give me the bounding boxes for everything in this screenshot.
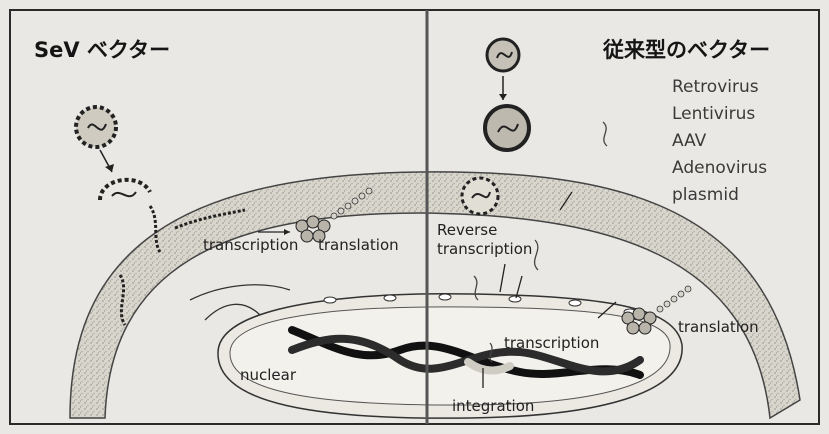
sev-particle-outside [76, 107, 116, 147]
vector-item: Adenovirus [672, 158, 767, 178]
protein-chain-right [657, 286, 691, 312]
vector-item: Retrovirus [672, 77, 759, 97]
nuclear-envelope-inner [230, 307, 670, 405]
translation-label-left: translation [318, 236, 399, 254]
transcription-label-right: transcription [504, 334, 599, 352]
conventional-particle-outside [487, 39, 519, 71]
right-panel-title: 従来型のベクター [602, 38, 770, 62]
entry-arrowhead [105, 164, 114, 172]
reverse-label: Reverse [437, 221, 497, 239]
transcription-arrowhead-left [284, 229, 290, 235]
vector-item: plasmid [672, 185, 739, 205]
vector-item: AAV [672, 131, 707, 151]
vector-item: Lentivirus [672, 104, 755, 124]
sev-particle-fusing [100, 180, 150, 200]
reverse-transcription-label: transcription [437, 240, 532, 258]
transcription-label-left: transcription [203, 236, 298, 254]
binding-arrowhead [499, 94, 507, 100]
translation-label-right: translation [678, 318, 759, 336]
left-panel-title: SeV ベクター [34, 38, 170, 62]
vector-list: Retrovirus Lentivirus AAV Adenovirus pla… [672, 77, 767, 205]
integration-label: integration [452, 397, 534, 415]
nuclear-label: nuclear [240, 366, 297, 384]
conventional-particle-bound [485, 106, 529, 150]
conventional-particle-endosome [462, 178, 498, 214]
